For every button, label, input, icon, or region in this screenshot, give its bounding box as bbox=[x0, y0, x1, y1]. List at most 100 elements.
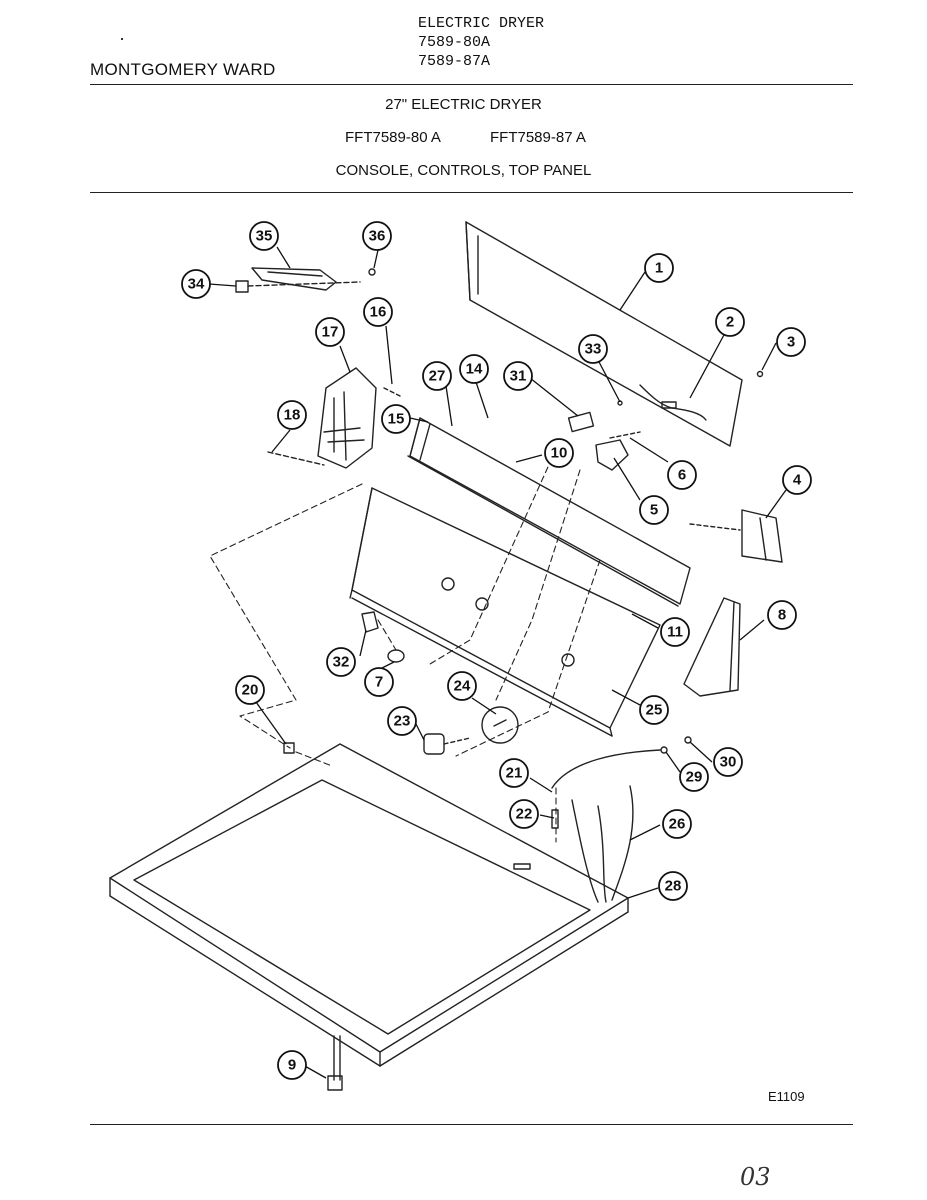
header-model-block: ELECTRIC DRYER 7589-80A 7589-87A bbox=[418, 14, 544, 71]
svg-text:4: 4 bbox=[793, 472, 802, 489]
callout-33: 33 bbox=[578, 334, 608, 364]
callout-2: 2 bbox=[715, 307, 745, 337]
callout-11: 11 bbox=[660, 617, 690, 647]
callout-31: 31 bbox=[503, 361, 533, 391]
assembly-guide-lines bbox=[209, 457, 601, 843]
callout-5: 5 bbox=[639, 495, 669, 525]
model-number-b: FFT7589-87 A bbox=[490, 129, 586, 146]
callout-9: 9 bbox=[277, 1050, 307, 1080]
svg-text:33: 33 bbox=[585, 341, 602, 358]
callout-20: 20 bbox=[235, 675, 265, 705]
callout-36: 36 bbox=[362, 221, 392, 251]
push-button-part bbox=[423, 733, 471, 755]
svg-text:18: 18 bbox=[284, 407, 301, 424]
selector-knob-part bbox=[481, 706, 519, 744]
svg-text:5: 5 bbox=[650, 502, 658, 519]
header-brand: MONTGOMERY WARD bbox=[90, 60, 276, 79]
handwritten-page-mark: 03 bbox=[740, 1163, 771, 1191]
svg-text:28: 28 bbox=[665, 878, 682, 895]
svg-text:3: 3 bbox=[787, 334, 795, 351]
svg-text:32: 32 bbox=[333, 654, 350, 671]
svg-text:9: 9 bbox=[288, 1057, 296, 1074]
svg-text:6: 6 bbox=[678, 467, 686, 484]
screw-part bbox=[756, 370, 764, 378]
svg-text:31: 31 bbox=[510, 368, 527, 385]
switch-bracket-part bbox=[235, 267, 376, 293]
svg-text:23: 23 bbox=[394, 713, 411, 730]
wire-harness-part bbox=[551, 736, 692, 903]
svg-text:22: 22 bbox=[516, 806, 533, 823]
callout-29: 29 bbox=[679, 762, 709, 792]
control-support-strip-part bbox=[407, 417, 691, 607]
panel-harness-part bbox=[639, 384, 707, 421]
svg-text:15: 15 bbox=[388, 411, 405, 428]
header-model-line-1: 7589-80A bbox=[418, 34, 491, 51]
callout-26: 26 bbox=[662, 809, 692, 839]
callout-6: 6 bbox=[667, 460, 697, 490]
callout-22: 22 bbox=[509, 799, 539, 829]
left-end-cap-part bbox=[317, 367, 377, 469]
svg-text:20: 20 bbox=[242, 682, 259, 699]
svg-text:36: 36 bbox=[369, 228, 386, 245]
svg-text:7: 7 bbox=[375, 674, 383, 691]
svg-text:35: 35 bbox=[256, 228, 273, 245]
model-number-a: FFT7589-80 A bbox=[345, 129, 441, 146]
callout-17: 17 bbox=[315, 317, 345, 347]
leg-part bbox=[327, 1035, 343, 1091]
header-product-line: ELECTRIC DRYER bbox=[418, 15, 545, 32]
callout-leaders bbox=[208, 246, 787, 1079]
drawing-reference: E1109 bbox=[768, 1089, 805, 1104]
callout-27: 27 bbox=[422, 361, 452, 391]
callout-28: 28 bbox=[658, 871, 688, 901]
product-title: 27" ELECTRIC DRYER bbox=[385, 96, 542, 113]
callout-30: 30 bbox=[713, 747, 743, 777]
header-model-line-2: 7589-87A bbox=[418, 53, 491, 70]
callout-7: 7 bbox=[364, 667, 394, 697]
svg-text:34: 34 bbox=[188, 276, 205, 293]
callout-8: 8 bbox=[767, 600, 797, 630]
callout-4: 4 bbox=[782, 465, 812, 495]
header-divider bbox=[90, 84, 853, 85]
svg-text:8: 8 bbox=[778, 607, 786, 624]
svg-text:24: 24 bbox=[454, 678, 471, 695]
svg-text:26: 26 bbox=[669, 816, 686, 833]
callout-32: 32 bbox=[326, 647, 356, 677]
svg-text:29: 29 bbox=[686, 769, 703, 786]
callout-25: 25 bbox=[639, 695, 669, 725]
callout-16: 16 bbox=[363, 297, 393, 327]
svg-text:2: 2 bbox=[726, 314, 734, 331]
callout-15: 15 bbox=[381, 404, 411, 434]
right-end-cap-part bbox=[683, 597, 741, 697]
knob-parts bbox=[361, 611, 405, 663]
footer-divider bbox=[90, 1124, 853, 1125]
svg-text:1: 1 bbox=[655, 260, 663, 277]
svg-text:21: 21 bbox=[506, 765, 523, 782]
svg-text:11: 11 bbox=[667, 624, 683, 641]
svg-text:25: 25 bbox=[646, 702, 663, 719]
timer-part bbox=[689, 509, 783, 563]
callout-10: 10 bbox=[544, 438, 574, 468]
callout-1: 1 bbox=[644, 253, 674, 283]
svg-text:30: 30 bbox=[720, 754, 737, 771]
svg-text:16: 16 bbox=[370, 304, 387, 321]
scan-speck bbox=[121, 38, 123, 40]
svg-text:27: 27 bbox=[429, 368, 446, 385]
svg-text:10: 10 bbox=[551, 445, 568, 462]
callout-3: 3 bbox=[776, 327, 806, 357]
callout-18: 18 bbox=[277, 400, 307, 430]
callout-34: 34 bbox=[181, 269, 211, 299]
title-divider bbox=[90, 192, 853, 193]
callout-14: 14 bbox=[459, 354, 489, 384]
svg-text:17: 17 bbox=[322, 324, 339, 341]
console-panel-part bbox=[349, 487, 661, 737]
clip-part bbox=[283, 742, 295, 754]
callout-24: 24 bbox=[447, 671, 477, 701]
callout-23: 23 bbox=[387, 706, 417, 736]
control-components-part bbox=[567, 400, 641, 471]
section-title: CONSOLE, CONTROLS, TOP PANEL bbox=[335, 162, 592, 179]
top-panel-part bbox=[109, 743, 629, 1067]
callout-35: 35 bbox=[249, 221, 279, 251]
svg-text:14: 14 bbox=[466, 361, 483, 378]
rear-control-panel-part bbox=[465, 221, 743, 447]
